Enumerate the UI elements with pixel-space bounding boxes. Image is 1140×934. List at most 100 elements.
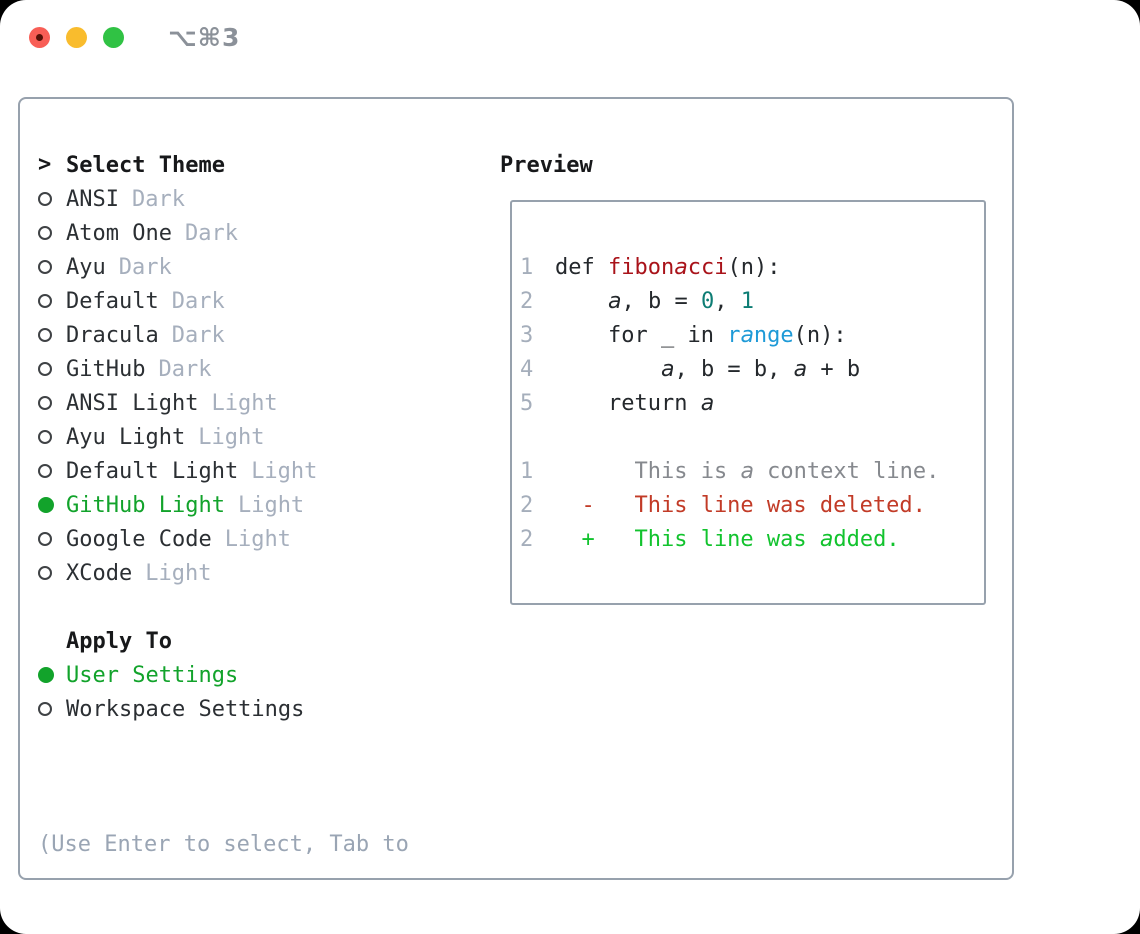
zoom-button[interactable]: [103, 27, 124, 48]
option-variant-label: Light: [224, 526, 291, 552]
apply-to-header: Apply To: [38, 624, 409, 658]
option-label: GitHub Light: [66, 492, 225, 518]
code-token: This is a context line.: [555, 458, 940, 484]
code-token: - This line was deleted.: [555, 492, 926, 518]
select-theme-title: Select Theme: [66, 152, 225, 178]
code-token: ,: [714, 288, 741, 314]
option-variant-label: Dark: [184, 220, 238, 246]
window-title: ⌥⌘3: [168, 23, 241, 52]
option-variant-label: Dark: [171, 288, 225, 314]
code-token: (n):: [793, 322, 847, 348]
help-line: change focus): [38, 930, 409, 934]
theme-option-github[interactable]: GitHub Dark: [38, 352, 409, 386]
radio-unselected-icon: [38, 260, 52, 274]
blank-line: [520, 420, 984, 454]
focus-cursor-icon: >: [38, 152, 52, 177]
line-number: 2: [520, 288, 534, 314]
code-token: added.: [819, 526, 900, 552]
preview-header: Preview: [500, 148, 593, 182]
close-button[interactable]: [29, 27, 50, 48]
option-label: Ayu: [66, 254, 106, 280]
preview-title: Preview: [500, 152, 593, 178]
theme-option-github-light[interactable]: GitHub Light Light: [38, 488, 409, 522]
line-number: 3: [520, 322, 534, 348]
radio-unselected-icon: [38, 396, 52, 410]
diff-added-line: 2 + This line was added.: [520, 522, 984, 556]
radio-unselected-icon: [38, 294, 52, 308]
radio-selected-icon: [38, 667, 54, 683]
radio-unselected-icon: [38, 464, 52, 478]
option-label: Atom One: [66, 220, 172, 246]
section-gap: [38, 590, 409, 624]
code-token: 1: [740, 288, 754, 314]
apply-option-user-settings[interactable]: User Settings: [38, 658, 409, 692]
option-label: ANSI Light: [66, 390, 199, 416]
option-variant-label: Dark: [118, 254, 172, 280]
line-number: 1: [520, 458, 534, 484]
section-gap: [38, 726, 409, 760]
line-number: 5: [520, 390, 534, 416]
option-variant-label: Dark: [171, 322, 225, 348]
select-theme-header: > Select Theme: [38, 148, 409, 182]
radio-unselected-icon: [38, 430, 52, 444]
option-variant-label: Light: [237, 492, 305, 518]
option-variant-label: Dark: [158, 356, 212, 382]
line-number: 1: [520, 254, 534, 280]
option-label: Default Light: [66, 458, 239, 484]
minimize-button[interactable]: [66, 27, 87, 48]
radio-unselected-icon: [38, 566, 52, 580]
help-line: (Use Enter to select, Tab to: [38, 832, 409, 857]
option-variant-label: Light: [211, 390, 278, 416]
diff-context-line: 1 This is a context line.: [520, 454, 984, 488]
option-label: GitHub: [66, 356, 146, 382]
option-label: Dracula: [66, 322, 159, 348]
code-line: 5 return a: [520, 386, 984, 420]
radio-unselected-icon: [38, 702, 52, 716]
theme-option-ansi-light[interactable]: ANSI Light Light: [38, 386, 409, 420]
option-variant-label: Light: [251, 458, 318, 484]
apply-option-workspace-settings[interactable]: Workspace Settings: [38, 692, 409, 726]
code-token: 0: [700, 288, 715, 314]
apply-to-title: Apply To: [66, 628, 172, 654]
theme-option-default-light[interactable]: Default Light Light: [38, 454, 409, 488]
theme-option-ayu[interactable]: Ayu Dark: [38, 250, 409, 284]
theme-option-default[interactable]: Default Dark: [38, 284, 409, 318]
code-token: for _ in: [555, 322, 728, 348]
option-label: ANSI: [66, 186, 119, 212]
theme-option-dracula[interactable]: Dracula Dark: [38, 318, 409, 352]
radio-unselected-icon: [38, 192, 52, 206]
code-token: a, b =: [607, 288, 701, 314]
radio-unselected-icon: [38, 532, 52, 546]
radio-selected-icon: [38, 497, 54, 513]
preview-column: Preview: [500, 148, 593, 182]
code-token: (n):: [727, 254, 781, 280]
code-token: def: [555, 254, 608, 280]
code-token: range: [727, 322, 794, 348]
line-number: 2: [520, 492, 534, 518]
option-label: Default: [66, 288, 159, 314]
code-token: fibonacci: [607, 254, 728, 280]
option-label: Workspace Settings: [66, 696, 305, 722]
radio-unselected-icon: [38, 362, 52, 376]
code-line: 4 a, b = b, a + b: [520, 352, 984, 386]
theme-option-atom-one[interactable]: Atom One Dark: [38, 216, 409, 250]
window-titlebar: ⌥⌘3: [0, 0, 1140, 96]
option-label: User Settings: [66, 662, 239, 688]
code-token: return a: [555, 390, 715, 416]
unsaved-changes-dot-icon: [36, 34, 43, 41]
code-line: 3 for _ in range(n):: [520, 318, 984, 352]
code-line: 1 def fibonacci(n):: [520, 250, 984, 284]
radio-unselected-icon: [38, 226, 52, 240]
option-label: Ayu Light: [66, 424, 186, 450]
